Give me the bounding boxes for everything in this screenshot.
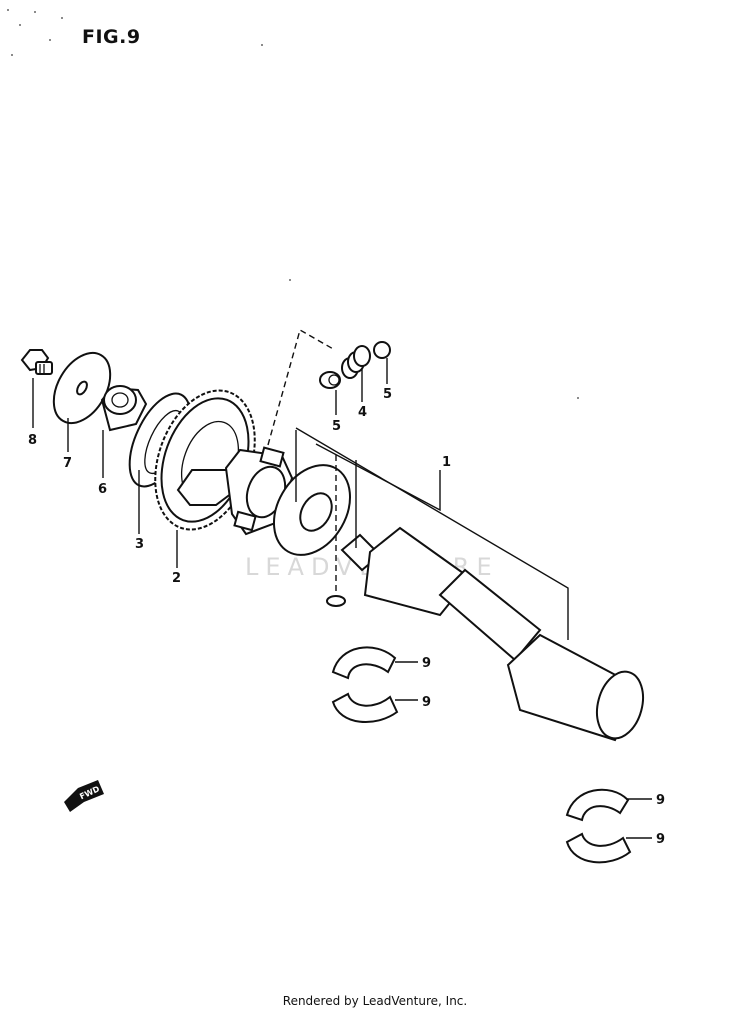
arrow-left-icon bbox=[64, 780, 104, 812]
callout-5a: 5 bbox=[332, 419, 341, 434]
callout-8: 8 bbox=[28, 433, 37, 448]
callout-5b: 5 bbox=[383, 387, 392, 402]
callout-9b: 9 bbox=[422, 695, 431, 710]
forward-direction-marker: FWD bbox=[64, 780, 104, 812]
scan-specks bbox=[7, 9, 579, 399]
callout-9c: 9 bbox=[656, 793, 665, 808]
figure-title: FIG.9 bbox=[82, 26, 141, 48]
callout-1: 1 bbox=[442, 455, 451, 470]
cap-part-5-left[interactable] bbox=[319, 371, 341, 389]
key-pin[interactable] bbox=[326, 595, 346, 607]
callout-2: 2 bbox=[172, 571, 181, 586]
bearing-lower-pair[interactable] bbox=[565, 788, 632, 864]
washer-part-7[interactable] bbox=[42, 343, 122, 433]
balancer-shaft-part-1[interactable] bbox=[340, 526, 650, 744]
leader-lines bbox=[32, 328, 652, 839]
callout-4: 4 bbox=[358, 405, 367, 420]
bearing-upper-pair[interactable] bbox=[331, 646, 399, 724]
callout-3: 3 bbox=[135, 537, 144, 552]
callout-9d: 9 bbox=[656, 832, 665, 847]
callout-6: 6 bbox=[98, 482, 107, 497]
thrust-washer[interactable] bbox=[259, 451, 366, 568]
callout-labels: 1 2 3 4 5 5 6 7 8 9 9 9 9 bbox=[28, 387, 665, 847]
spring-part-4[interactable] bbox=[341, 345, 371, 379]
bushing-part-6[interactable] bbox=[100, 385, 148, 432]
callout-9a: 9 bbox=[422, 656, 431, 671]
bolt-part-8[interactable] bbox=[20, 349, 53, 375]
footer-credit: Rendered by LeadVenture, Inc. bbox=[282, 994, 468, 1008]
cap-part-5-right[interactable] bbox=[373, 341, 391, 359]
callout-7: 7 bbox=[63, 456, 72, 471]
